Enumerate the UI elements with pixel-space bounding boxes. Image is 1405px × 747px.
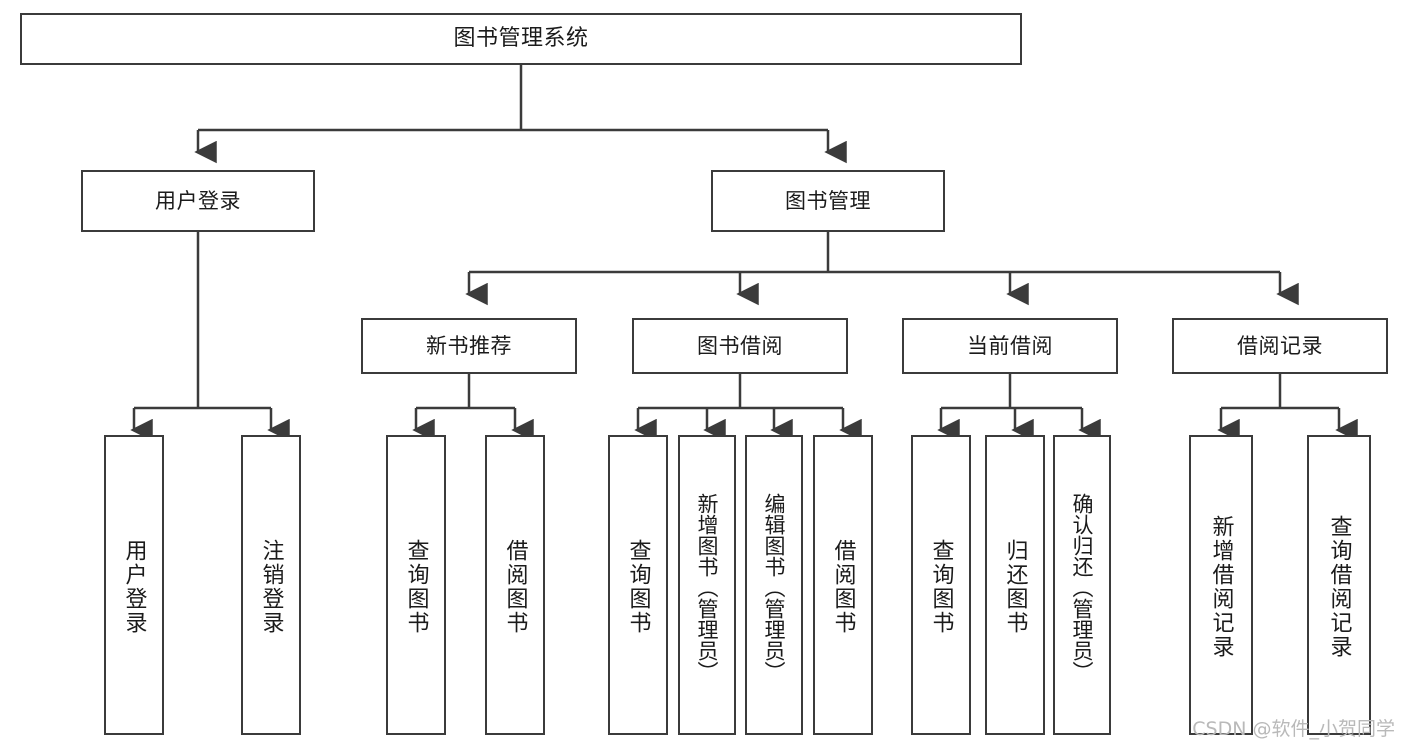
node-leaf-query-book-3[interactable]: 查询图书 [911, 435, 971, 735]
node-leaf-return-book[interactable]: 归还图书 [985, 435, 1045, 735]
node-leaf-edit-book[interactable]: 编辑图书（管理员） [745, 435, 803, 735]
node-label: 图书管理 [785, 188, 871, 213]
node-leaf-query-book-2[interactable]: 查询图书 [608, 435, 668, 735]
node-book-manage[interactable]: 图书管理 [711, 170, 945, 232]
node-label: 新增借阅记录 [1208, 515, 1234, 659]
csdn-watermark: CSDN @软件_小贺同学 [1192, 718, 1395, 740]
node-leaf-query-record[interactable]: 查询借阅记录 [1307, 435, 1371, 735]
node-label: 用户登录 [155, 188, 241, 213]
node-book-borrow[interactable]: 图书借阅 [632, 318, 848, 374]
node-leaf-borrow-book-2[interactable]: 借阅图书 [813, 435, 873, 735]
node-label: 新书推荐 [426, 333, 512, 358]
node-label: 借阅图书 [502, 539, 528, 635]
node-label: 查询图书 [625, 539, 651, 635]
node-label: 借阅图书 [830, 539, 856, 635]
node-label: 图书管理系统 [453, 26, 589, 52]
node-current-borrow[interactable]: 当前借阅 [902, 318, 1118, 374]
node-label: 用户登录 [121, 539, 147, 635]
node-leaf-confirm-return[interactable]: 确认归还（管理员） [1053, 435, 1111, 735]
node-label: 查询图书 [403, 539, 429, 635]
node-label: 注销登录 [258, 539, 284, 635]
node-label: 确认归还（管理员） [1070, 492, 1095, 682]
node-user-login[interactable]: 用户登录 [81, 170, 315, 232]
node-leaf-user-login[interactable]: 用户登录 [104, 435, 164, 735]
node-label: 图书借阅 [697, 333, 783, 358]
node-label: 当前借阅 [967, 333, 1053, 358]
node-leaf-logout[interactable]: 注销登录 [241, 435, 301, 735]
node-label: 借阅记录 [1237, 333, 1323, 358]
node-new-book-recommend[interactable]: 新书推荐 [361, 318, 577, 374]
node-label: 编辑图书（管理员） [762, 492, 787, 682]
node-label: 查询借阅记录 [1326, 515, 1352, 659]
node-label: 新增图书（管理员） [695, 492, 720, 682]
node-label: 查询图书 [928, 539, 954, 635]
node-root-book-management-system[interactable]: 图书管理系统 [20, 13, 1022, 65]
node-leaf-add-book[interactable]: 新增图书（管理员） [678, 435, 736, 735]
node-leaf-query-book-1[interactable]: 查询图书 [386, 435, 446, 735]
node-leaf-borrow-book-1[interactable]: 借阅图书 [485, 435, 545, 735]
node-label: 归还图书 [1002, 539, 1028, 635]
node-leaf-add-record[interactable]: 新增借阅记录 [1189, 435, 1253, 735]
node-borrow-record[interactable]: 借阅记录 [1172, 318, 1388, 374]
